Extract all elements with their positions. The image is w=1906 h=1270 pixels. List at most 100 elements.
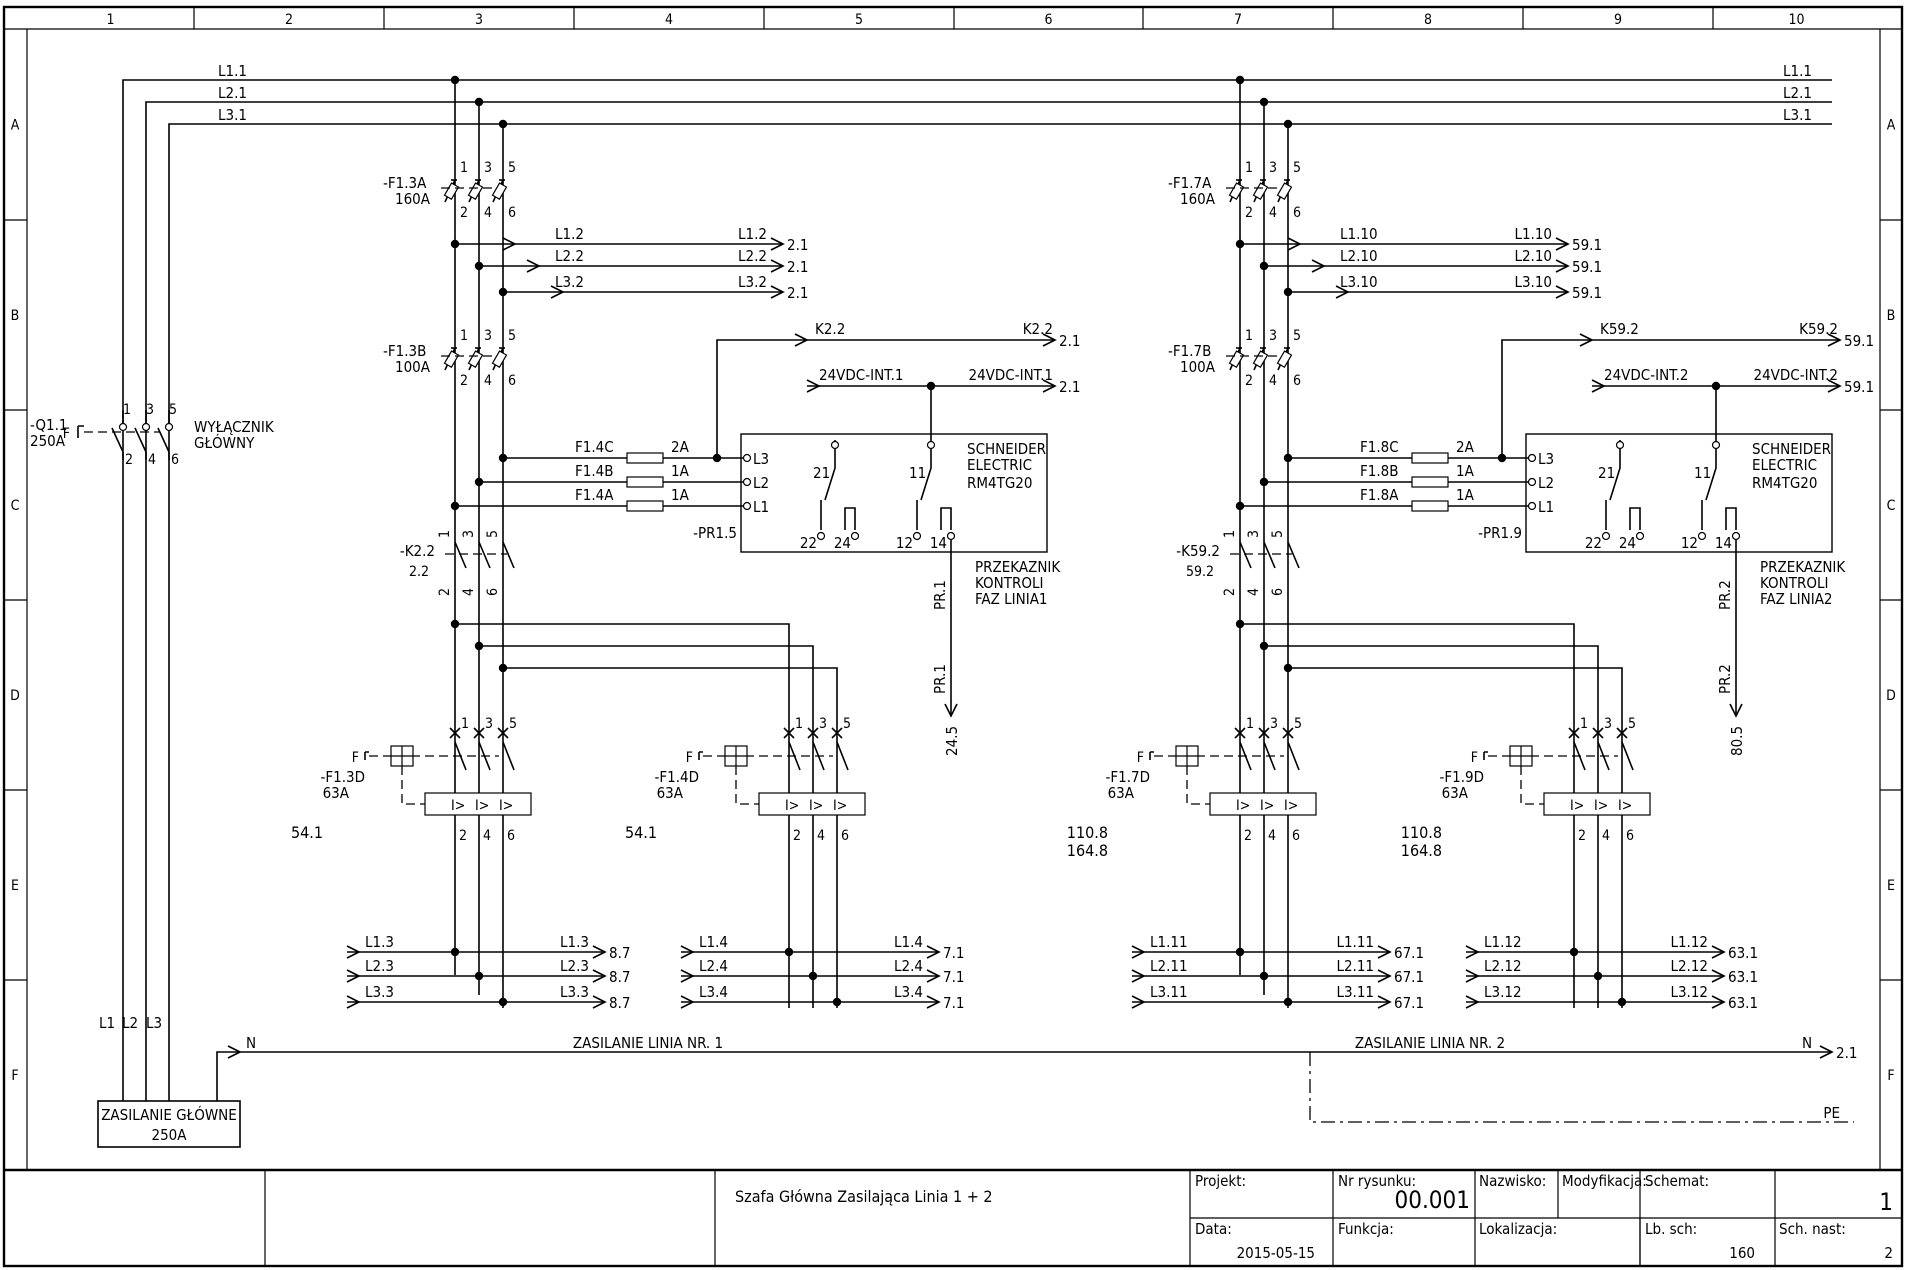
wire-label: L1.3 (365, 933, 394, 951)
breaker-operator-cross (725, 746, 747, 766)
relay-model: RM4TG20 (967, 474, 1032, 492)
arrow-in (1311, 259, 1326, 273)
breaker-contact (1621, 741, 1634, 771)
cross-ref: 59.1 (1844, 378, 1874, 396)
pin-number: 5 (1270, 530, 1286, 538)
cross-ref: 8.7 (609, 968, 630, 986)
cross-ref: 63.1 (1728, 944, 1758, 962)
signal-label: K59.2 (1799, 320, 1838, 338)
arrow-in (526, 259, 541, 273)
grid-row-label: F (11, 1068, 18, 1084)
grid-row-label: D (1886, 688, 1896, 704)
arrow (1042, 333, 1057, 347)
fuse-element (1276, 182, 1293, 201)
neutral-ref: 2.1 (1836, 1044, 1857, 1062)
trip-label: I> (475, 798, 489, 814)
cross-ref: 54.1 (625, 823, 657, 842)
fuse-element (467, 350, 484, 369)
wire-label: L3.4 (699, 983, 728, 1001)
arrow-in (1131, 995, 1146, 1009)
wire-label: L2.4 (894, 957, 923, 975)
pin-number: 6 (507, 828, 515, 844)
arrow-in (794, 333, 809, 347)
cross-ref: 164.8 (1401, 841, 1442, 860)
wire-label: L2.2 (738, 247, 767, 265)
trip-link (1186, 766, 1210, 805)
terminal (912, 531, 922, 541)
signal-label: 24VDC-INT.1 (969, 366, 1054, 384)
wire (479, 645, 814, 1008)
breaker-x (449, 727, 461, 739)
breaker-x (1592, 727, 1604, 739)
relay-input: L1 (753, 498, 769, 516)
grid-row-label: A (1887, 118, 1896, 134)
breaker-x (783, 727, 795, 739)
arrow (926, 945, 941, 959)
wire-label: L1.12 (1484, 933, 1522, 951)
terminal-number: 22 (1585, 534, 1602, 552)
control-fuse-tag: F1.8C (1360, 438, 1399, 456)
wire-label: L2.10 (1340, 247, 1378, 265)
wire-label: L3.10 (1514, 273, 1552, 291)
arrow-in (1131, 969, 1146, 983)
device-rating: 160A (395, 190, 431, 208)
pin-number: 4 (1269, 205, 1277, 221)
arrow (770, 259, 785, 273)
svg-text:6: 6 (171, 452, 179, 468)
svg-text:2: 2 (125, 452, 133, 468)
pin-number: 1 (795, 716, 803, 732)
arrow-in (346, 995, 361, 1009)
wire-label: L3.2 (738, 273, 767, 291)
fuse-element (491, 350, 508, 369)
pin-number: 4 (1246, 588, 1262, 596)
terminal (1527, 477, 1537, 487)
supply-line1: ZASILANIE GŁÓWNE (101, 1105, 237, 1124)
cross-ref: 80.5 (1728, 726, 1746, 756)
pin-number: 1 (1246, 716, 1254, 732)
wire-label: L1.10 (1514, 225, 1552, 243)
wire-label: L1.2 (555, 225, 584, 243)
handle (698, 751, 703, 760)
terminal-number: 24 (834, 534, 851, 552)
arrow (592, 969, 607, 983)
signal-label: 24VDC-INT.1 (819, 366, 904, 384)
terminal (816, 531, 826, 541)
pin-number: 5 (508, 160, 516, 176)
pin-number: 3 (1270, 716, 1278, 732)
breaker-x (497, 727, 509, 739)
contactor-contact (1239, 541, 1252, 569)
trip-label: I> (833, 798, 847, 814)
wire-label: L2.4 (699, 957, 728, 975)
wire-label: L1.10 (1340, 225, 1378, 243)
cross-ref: 2.1 (787, 284, 808, 302)
arrow-in (680, 995, 695, 1009)
device-rating: 100A (395, 358, 431, 376)
grid-row-label: D (10, 688, 20, 704)
breaker-rating: 63A (1108, 784, 1135, 802)
breaker-x (1616, 727, 1628, 739)
device-tag: -F1.3A (383, 174, 427, 192)
arrow-in (1287, 237, 1302, 251)
breaker-operator-cross (1176, 746, 1198, 766)
control-fuse-tag: F1.8B (1360, 462, 1398, 480)
wire-label: L3.12 (1484, 983, 1522, 1001)
grid-col-label: 8 (1424, 12, 1432, 28)
grid-col-label: 3 (475, 12, 483, 28)
pin-number: 6 (1270, 588, 1286, 596)
trip-link (735, 766, 759, 805)
wire-label: L1.2 (738, 225, 767, 243)
wire-label: L2.12 (1484, 957, 1522, 975)
breaker-tag: -F1.3D (321, 768, 365, 786)
signal-label: K2.2 (1023, 320, 1053, 338)
device-rating: 100A (1180, 358, 1216, 376)
wire-label: L1.4 (894, 933, 923, 951)
terminal (1601, 531, 1611, 541)
terminal (1711, 440, 1721, 450)
cross-ref: 164.8 (1067, 841, 1108, 860)
pin-number: 5 (508, 328, 516, 344)
trip-label: I> (809, 798, 823, 814)
main-supply: ZASILANIE GŁÓWNE 250A L1 L2 L3 L1.1 L2.1… (30, 62, 1832, 1148)
svg-text:Modyfikacja:: Modyfikacja: (1562, 1172, 1647, 1190)
contactor-ref: 2.2 (409, 564, 429, 580)
